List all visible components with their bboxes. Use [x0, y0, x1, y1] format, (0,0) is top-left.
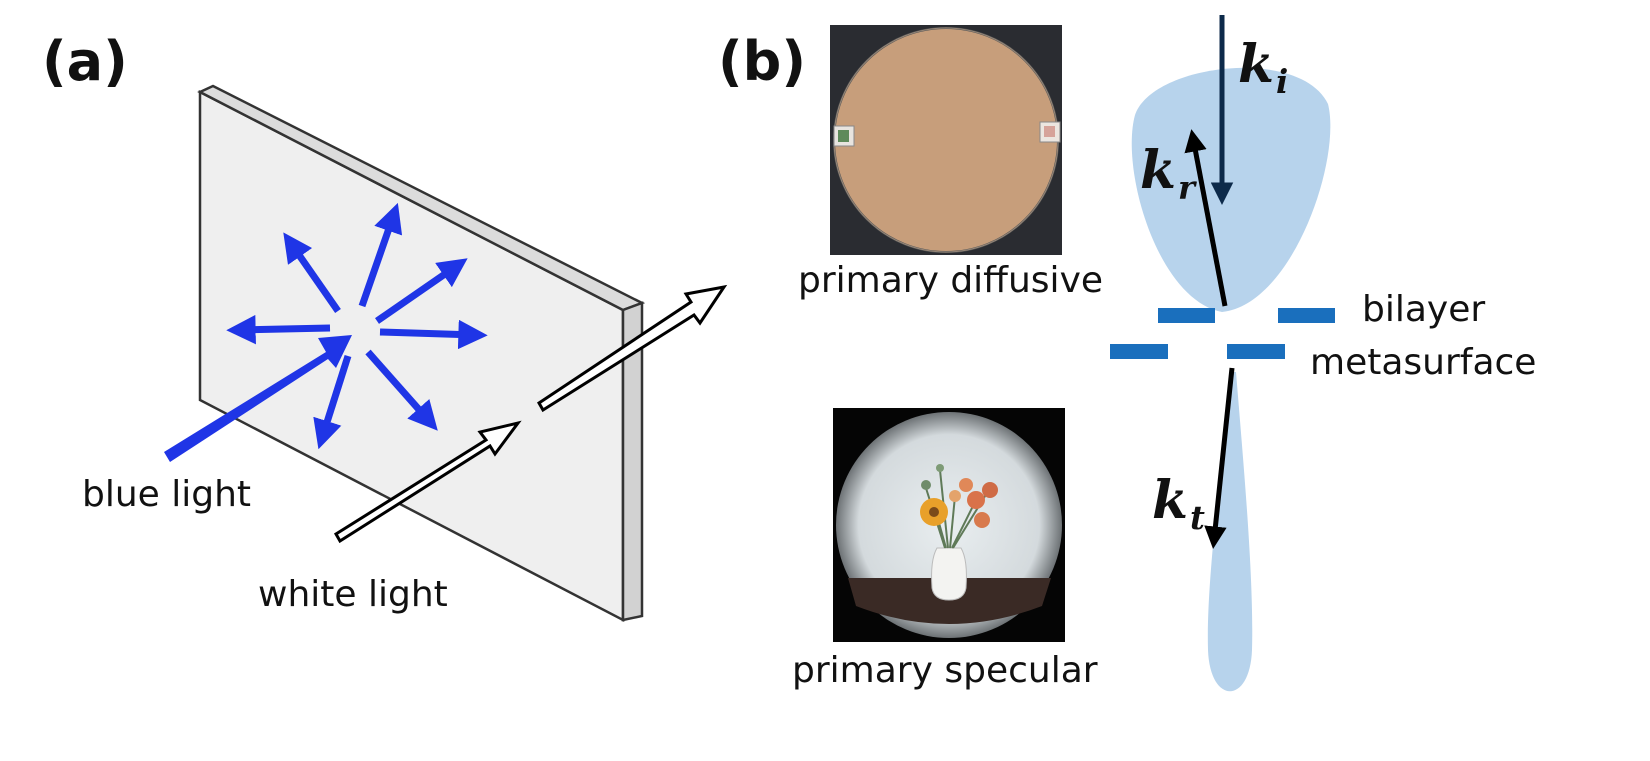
k-transmitted-label: kt — [1152, 470, 1205, 538]
diffusive-photo — [830, 25, 1062, 255]
transmission-lobe — [1207, 372, 1253, 692]
k-reflected-label: kr — [1140, 140, 1196, 208]
diffusive-caption: primary diffusive — [798, 260, 1104, 301]
metasurface-bars — [1110, 308, 1335, 359]
slab-side-edge — [621, 301, 644, 622]
specular-photo — [833, 408, 1065, 642]
bottom-layer-bar-left — [1110, 344, 1168, 359]
scatter-arrow-left — [226, 314, 331, 345]
metasurface-label-line1: bilayer — [1362, 289, 1486, 330]
top-layer-bar-right — [1278, 308, 1335, 323]
panel-a-tag: (a) — [42, 30, 128, 93]
metasurface-label-line2: metasurface — [1310, 342, 1537, 383]
bottom-layer-bar-right — [1227, 344, 1285, 359]
scatter-arrow-down-right — [365, 349, 438, 431]
white-light-incident-arrow — [333, 420, 522, 544]
transmitted-wave-arrow — [1204, 367, 1235, 549]
white-light-transmitted-arrow — [537, 284, 728, 413]
slab-face — [198, 89, 625, 623]
scatter-arrow-down — [313, 354, 352, 450]
scatter-arrow-up — [358, 202, 403, 308]
white-light-label: white light — [258, 574, 448, 615]
slab — [197, 84, 646, 623]
blue-scatter-arrows — [226, 202, 488, 450]
panel-b-tag: (b) — [718, 30, 807, 93]
k-incident-label: ki — [1238, 34, 1289, 102]
scatter-arrow-up-left — [283, 232, 341, 313]
scatter-arrow-right — [379, 319, 488, 350]
reflected-wave-arrow — [1184, 129, 1228, 307]
blue-light-label: blue light — [82, 474, 252, 515]
scatter-arrow-up-right — [375, 258, 468, 324]
top-layer-bar-left — [1158, 308, 1215, 323]
blue-light-incident-arrow — [164, 335, 352, 462]
specular-caption: primary specular — [792, 650, 1098, 691]
